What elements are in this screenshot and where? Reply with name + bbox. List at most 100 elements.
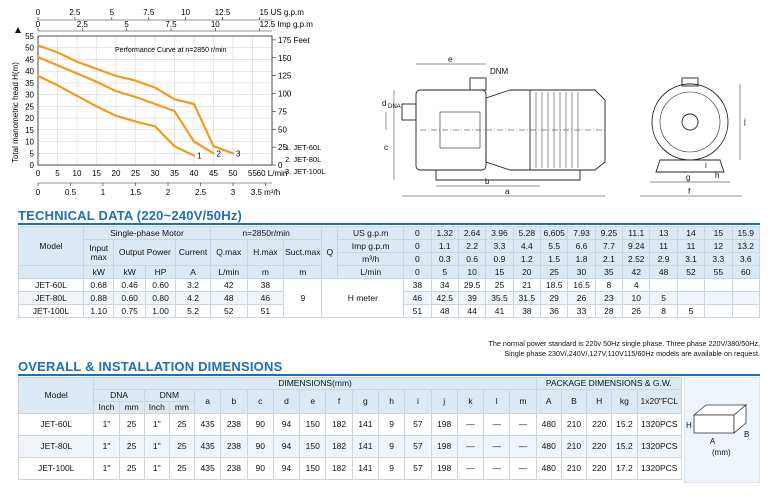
dnm-mm-header: mm — [168, 401, 196, 414]
unit-cell: kW — [82, 265, 115, 279]
lmin-header: L/min — [337, 265, 405, 279]
m3h-header: m³/h — [337, 252, 405, 266]
head-cell — [676, 278, 706, 292]
head-cell: 28 — [594, 304, 624, 318]
tech-imp-cell: 4.4 — [512, 239, 542, 253]
pkg-cell: 17.2 — [611, 457, 638, 480]
dim-letter: h — [377, 389, 406, 414]
dim-cell: 94 — [272, 457, 301, 480]
dnm-inch-cell: 1" — [143, 435, 170, 458]
head-cell: 18.5 — [539, 278, 569, 292]
series-end-label: 2 — [217, 149, 222, 158]
head-cell — [704, 291, 733, 305]
y-tick-label: 40 — [25, 67, 34, 76]
head-cell: 23 — [594, 291, 624, 305]
hmax-cell: 46 — [246, 291, 285, 305]
dim-letter: k — [456, 389, 485, 414]
x-m3h-tick-label: 2.5 — [195, 188, 207, 197]
dim-label-j: j — [743, 117, 746, 126]
dim-cell: 57 — [404, 413, 432, 436]
legend-entry: 2. JET-80L — [285, 155, 321, 164]
dims-header-row-2: DNA DNM a b c d e f g h i j k l m A B H … — [19, 389, 683, 414]
dim-label-c: c — [384, 143, 388, 152]
box-label-unit: (mm) — [712, 448, 731, 457]
y-tick-label: 30 — [25, 91, 34, 100]
dim-letter: b — [220, 389, 248, 414]
dna-inch-cell: 1" — [93, 413, 120, 436]
motor-body-outline — [485, 89, 606, 171]
tech-lmin-cell: 0 — [403, 265, 432, 279]
head-cell: 10 — [622, 291, 651, 305]
pkg-cell: 1320PCS — [636, 457, 683, 480]
dim-letter: l — [483, 389, 511, 414]
current-cell: 4.2 — [175, 291, 211, 305]
pump-front-circle — [651, 83, 729, 161]
table-row: JET-80L 1" 25 1" 25 435 238 90 94 150 18… — [17, 435, 683, 458]
dim-cell: 238 — [220, 457, 248, 480]
dim-cell: 150 — [299, 457, 327, 480]
pkg-cell: 480 — [535, 435, 562, 458]
x-m3h-tick-label: 1 — [101, 188, 106, 197]
tech-us-cell: 3.96 — [485, 226, 514, 240]
box-label-b: B — [744, 430, 749, 439]
technical-data-heading: TECHNICAL DATA (220~240V/50Hz) — [18, 208, 243, 223]
y-feet-tick-label: 125 — [278, 72, 292, 81]
tech-lmin-cell: 42 — [622, 265, 651, 279]
qmax-cell: 48 — [209, 291, 248, 305]
tech-imp-cell: 7.7 — [594, 239, 624, 253]
pkg-cell: 220 — [586, 457, 613, 480]
technical-data-rule — [18, 223, 760, 225]
dim-cell: 435 — [193, 435, 222, 458]
head-cell: 38 — [512, 304, 542, 318]
tech-imp-cell: 11 — [676, 239, 706, 253]
series-line-jet-80l — [36, 56, 215, 155]
tech-lmin-cell: 5 — [430, 265, 459, 279]
hmax-cell: 51 — [246, 304, 285, 318]
q-header: Q — [321, 226, 339, 279]
dim-cell: 198 — [430, 413, 458, 436]
dim-cell: 90 — [246, 435, 274, 458]
x-m3h-tick-label: 1.5 — [130, 188, 142, 197]
table-row: JET-80L 0.88 0.60 0.80 4.2 48 46 46 42.5… — [18, 291, 761, 305]
model-cell: JET-80L — [18, 291, 84, 305]
x-usgpm-tick-label: 5 — [110, 8, 115, 17]
head-cell: 21 — [512, 278, 542, 292]
tech-us-cell: 2.64 — [457, 226, 487, 240]
dim-letter: g — [351, 389, 379, 414]
x-lmin-tick-label: 20 — [112, 169, 121, 178]
qmax-cell: 42 — [209, 278, 248, 292]
tech-imp-cell: 13.2 — [731, 239, 761, 253]
box-side — [733, 404, 747, 434]
tech-us-cell: 1.32 — [430, 226, 459, 240]
series-end-label: 1 — [197, 152, 202, 161]
head-cell: 25 — [485, 278, 514, 292]
dim-letter: a — [193, 389, 222, 414]
x-lmin-tick-label: 35 — [170, 169, 179, 178]
dim-cell: — — [483, 435, 511, 458]
tech-m3h-cell: 0.6 — [457, 252, 487, 266]
dim-label-e: e — [448, 55, 453, 64]
pkg-cell: 15.2 — [611, 413, 638, 436]
dim-cell: 94 — [272, 413, 301, 436]
dnm-mm-cell: 25 — [168, 457, 196, 480]
tech-m3h-cell: 0.9 — [485, 252, 514, 266]
unit-cell: L/min — [209, 265, 248, 279]
note-line-1: The normal power standard is 220v 50Hz s… — [488, 339, 760, 348]
x-impgpm-tick-label: 0 — [36, 20, 41, 29]
dimensions-table: Model DIMENSIONS(mm) PACKAGE DIMENSIONS … — [17, 377, 683, 480]
pkg-col: 1x20"FCL — [636, 389, 683, 414]
dna-header: DNA — [93, 389, 145, 402]
head-cell: 33 — [567, 304, 596, 318]
input-cell: 0.68 — [82, 278, 115, 292]
tech-us-cell: 0 — [403, 226, 432, 240]
tech-model-header: Model — [18, 226, 84, 266]
tech-m3h-cell: 1.2 — [512, 252, 542, 266]
x-lmin-tick-label: 15 — [92, 169, 101, 178]
dim-cell: 94 — [272, 435, 301, 458]
dim-cell: 198 — [430, 435, 458, 458]
tech-us-cell: 15 — [704, 226, 733, 240]
dim-cell: 57 — [404, 457, 432, 480]
dna-mm-cell: 25 — [118, 413, 145, 436]
y-tick-label: 0 — [30, 161, 35, 170]
tech-lmin-cell: 15 — [485, 265, 514, 279]
